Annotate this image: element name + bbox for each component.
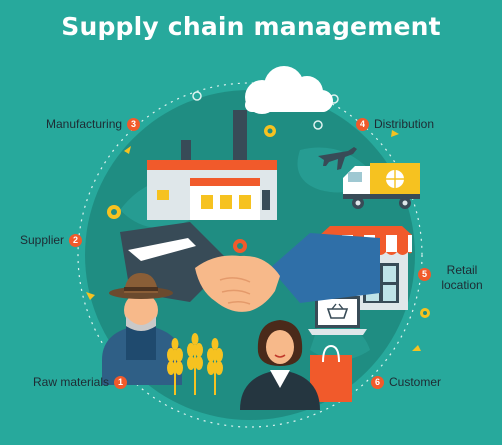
- delivery-truck-icon: [343, 163, 420, 209]
- page-title: Supply chain management: [61, 12, 441, 41]
- step-distribution: 4 Distribution: [356, 116, 434, 132]
- step-customer: 6 Customer: [371, 374, 441, 390]
- step-supplier: Supplier 2: [20, 232, 83, 248]
- step-number-badge: 3: [127, 117, 141, 131]
- step-label: Raw materials: [33, 375, 110, 389]
- step-number-badge: 2: [69, 233, 83, 247]
- step-retail-location-label: Retail location: [441, 263, 483, 292]
- step-label: Manufacturing: [46, 117, 123, 131]
- wheat-icon: [167, 333, 223, 395]
- step-number-badge: 4: [356, 117, 369, 131]
- step-manufacturing: Manufacturing 3: [46, 116, 141, 132]
- step-number-badge: 6: [371, 375, 384, 389]
- farmer-icon: [102, 273, 182, 385]
- gear-icon: [107, 125, 430, 318]
- step-label: Supplier: [20, 233, 65, 247]
- supply-chain-orbit: [77, 82, 423, 428]
- step-number-badge: 1: [114, 375, 128, 389]
- step-label: Customer: [389, 375, 442, 389]
- laptop-basket-icon: [308, 296, 367, 335]
- factory-icon: [147, 110, 277, 220]
- airplane-icon: [318, 147, 357, 170]
- step-label: Distribution: [374, 117, 435, 131]
- woman-customer-icon: [240, 320, 320, 410]
- step-retail-location-badge: 5: [418, 266, 431, 282]
- cloud-icon: [245, 66, 333, 114]
- step-raw-materials: Raw materials 1: [33, 374, 128, 390]
- step-number-badge: 5: [418, 267, 431, 281]
